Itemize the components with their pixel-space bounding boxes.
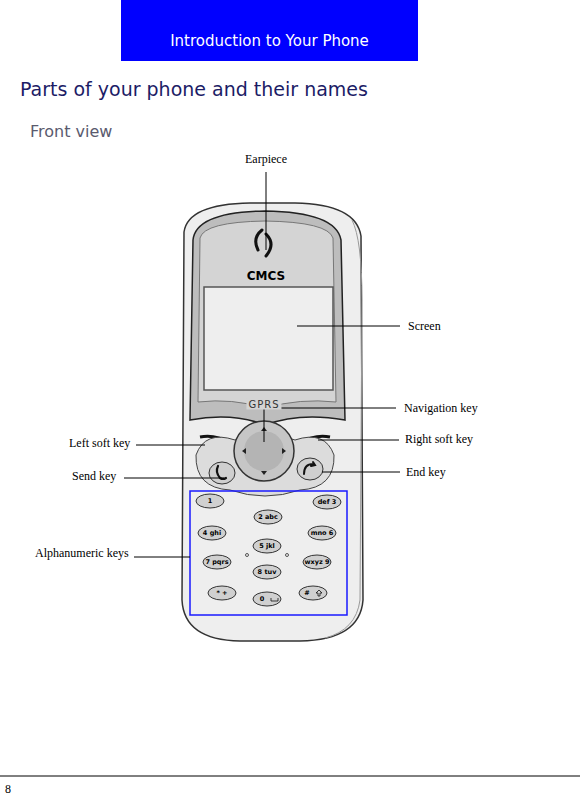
header-banner: Introduction to Your Phone [121, 0, 418, 61]
key-label: 0 [260, 595, 265, 603]
key-label: 4 ghi [203, 529, 221, 537]
end-icon [304, 462, 315, 474]
key-label: 1 [208, 497, 213, 505]
bezel-inner [198, 221, 336, 408]
brand-logo: CMCS [247, 269, 285, 283]
callout-label: Left soft key [68, 436, 131, 450]
page-title: Parts of your phone and their names [20, 78, 368, 100]
space-icon [271, 598, 278, 601]
banner-title: Introduction to Your Phone [170, 32, 369, 50]
send-key [209, 462, 235, 484]
key-label: 7 pqrs [205, 558, 228, 566]
callout-label: Send key [71, 469, 117, 483]
callout-label: Earpiece [244, 152, 288, 166]
callout-label: Right soft key [404, 432, 474, 446]
callout-label: Alphanumeric keys [34, 546, 130, 560]
key-label: * + [216, 589, 227, 597]
key-label: # [304, 589, 309, 597]
shift-icon [316, 590, 322, 596]
logo [256, 230, 271, 256]
key-label: 5 jkl [259, 542, 275, 550]
callout-label: End key [405, 465, 447, 479]
gprs-mark: GPRS [246, 399, 281, 410]
phone-body [182, 203, 363, 641]
screen [204, 287, 333, 390]
keypad-frame [190, 491, 347, 615]
page-number: 8 [5, 782, 11, 797]
leader-lines [124, 172, 400, 557]
bezel [190, 211, 345, 425]
footer-rule [0, 776, 580, 777]
key-label: mno 6 [311, 529, 334, 537]
key-dot [246, 554, 249, 557]
callout-label: Navigation key [403, 401, 479, 415]
key-label: 8 tuv [258, 568, 277, 576]
section-heading: Front view [30, 122, 112, 141]
key-dot [286, 554, 289, 557]
key-label: 2 abc [258, 513, 278, 521]
end-key [297, 458, 323, 480]
send-icon [217, 466, 226, 479]
keys [196, 494, 341, 606]
key-label: wxyz 9 [304, 558, 329, 566]
callout-label: Screen [407, 319, 442, 333]
key-label: def 3 [318, 498, 337, 506]
